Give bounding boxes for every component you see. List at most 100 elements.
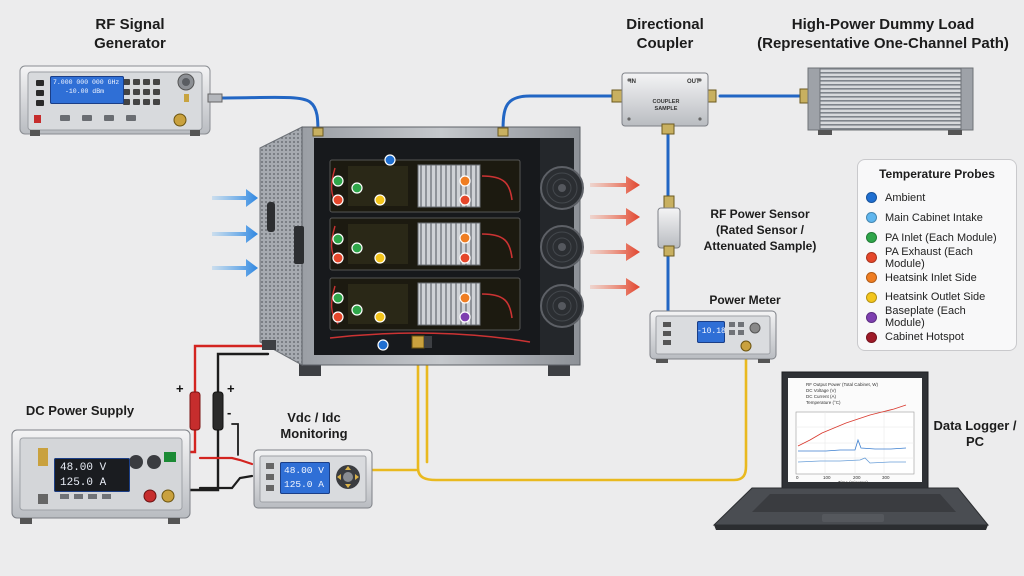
probe-dot — [332, 311, 344, 323]
probe-dot — [332, 252, 344, 264]
directional-coupler-label: Directional Coupler — [605, 16, 725, 54]
probe-dot — [459, 292, 471, 304]
dc-supply-display: 48.00 V 125.0 A — [54, 458, 130, 492]
rf-generator-label-line: Generator — [94, 34, 166, 52]
fan — [540, 166, 584, 210]
monitor-voltage-readout: 48.00 V — [284, 465, 324, 476]
rf-generator-label-line: RF Signal — [95, 16, 165, 33]
legend-item: Heatsink Inlet Side — [866, 268, 1008, 288]
legend-color-dot — [866, 212, 877, 224]
rf-power-sensor — [657, 195, 681, 257]
directional-coupler-label-line: Directional — [626, 16, 704, 33]
coupler-in-port-label: IN — [630, 79, 636, 85]
dummy-load-label: High-Power Dummy Load (Representative On… — [752, 16, 1014, 54]
coupler-sample-label: COUPLER SAMPLE — [646, 99, 686, 113]
probe-dot — [374, 194, 386, 206]
polarity-plus-mark: + — [227, 381, 235, 396]
power-meter-label: Power Meter — [709, 293, 781, 307]
probe-dot — [459, 232, 471, 244]
legend-item-label: Cabinet Hotspot — [885, 331, 964, 344]
chart-x-tick: 0 — [796, 475, 799, 480]
dc-supply-current-readout: 125.0 — [60, 477, 94, 489]
series-rf-power — [797, 404, 907, 447]
dc-supply-voltage-unit: V — [99, 462, 107, 474]
probe-dot — [332, 233, 344, 245]
dummy-load-label-line: (Representative One-Channel Path) — [757, 34, 1009, 52]
legend-item: Cabinet Hotspot — [866, 327, 1008, 347]
legend-color-dot — [866, 291, 877, 303]
probe-dot — [351, 304, 363, 316]
vdc-idc-monitoring-label-line: Monitoring — [280, 426, 348, 442]
legend-color-dot — [866, 311, 877, 323]
exhaust-airflow-arrows — [590, 176, 640, 296]
temperature-probes — [332, 154, 471, 351]
legend-item: PA Inlet (Each Module) — [866, 228, 1008, 248]
legend-item: Heatsink Outlet Side — [866, 287, 1008, 307]
high-power-dummy-load — [799, 67, 974, 135]
probe-dot — [351, 242, 363, 254]
rf-generator-display: 7.000 000 000 GHz -10.00 dBm — [50, 76, 124, 104]
legend-color-dot — [866, 252, 877, 264]
rf-power-sensor-label: RF Power Sensor (Rated Sensor / Attenuat… — [690, 206, 830, 255]
probe-dot — [459, 311, 471, 323]
rf-level-readout: -10.00 dBm — [65, 88, 105, 95]
directional-coupler-label-line: Coupler — [636, 34, 694, 52]
chart-legend-entry: Temperature (°C) — [806, 400, 841, 405]
coupler-out-port-label: OUT — [687, 79, 700, 85]
probe-dot — [459, 252, 471, 264]
legend-color-dot — [866, 232, 877, 244]
vdc-idc-monitoring-label: Vdc / Idc Monitoring — [264, 410, 364, 443]
chart-x-tick: 200 — [853, 475, 861, 480]
rf-generator-label: RF Signal Generator — [70, 16, 190, 54]
data-logger-label: Data Logger / PC — [930, 418, 1020, 451]
probe-dot — [377, 339, 389, 351]
legend-item: PA Exhaust (Each Module) — [866, 245, 1008, 270]
vdc-idc-monitoring-label-line: Vdc / Idc — [287, 410, 341, 425]
dc-power-supply-label: DC Power Supply — [25, 403, 135, 418]
rf-power-sensor-label-line: (Rated Sensor / — [715, 223, 805, 238]
legend-item-label: Baseplate (Each Module) — [885, 305, 966, 330]
legend-color-dot — [866, 192, 877, 204]
probe-dot — [374, 252, 386, 264]
legend-item-label: Main Cabinet Intake — [885, 211, 983, 224]
fan — [540, 284, 584, 328]
fan — [540, 225, 584, 269]
chart-legend-entry: RF Output Power (Total Cabinet, W) — [806, 382, 879, 387]
dc-supply-voltage-readout: 48.00 — [60, 462, 94, 474]
dc-supply-current-row: 125.0 A — [60, 476, 124, 491]
monitor-display: 48.00 V 125.0 A — [280, 462, 330, 494]
legend-item-label: PA Inlet (Each Module) — [885, 231, 997, 244]
series-dc-voltage — [798, 438, 907, 452]
legend-title: Temperature Probes — [879, 167, 995, 181]
legend-item: Main Cabinet Intake — [866, 208, 1008, 228]
intake-airflow-arrows — [212, 189, 258, 277]
data-logger-label-line: Data Logger / — [933, 418, 1017, 433]
inline-fuses — [189, 391, 224, 431]
chart-legend-entry: DC Current (A) — [806, 394, 837, 399]
probe-dot — [351, 182, 363, 194]
dc-supply-voltage-row: 48.00 V — [60, 461, 124, 476]
laptop-chart — [795, 404, 915, 475]
coupler-sample-label-line: COUPLER — [652, 99, 680, 105]
legend-item-label: Ambient — [885, 191, 926, 204]
rf-power-sensor-label-line: Attenuated Sample) — [703, 239, 817, 254]
probe-dot — [459, 175, 471, 187]
chart-x-tick: 300 — [882, 475, 890, 480]
legend-item-label: Heatsink Outlet Side — [885, 291, 986, 304]
cabinet-connectors — [262, 127, 509, 350]
chart-x-axis-label: Time (minutes) — [838, 480, 868, 485]
polarity-plus-mark: + — [176, 381, 184, 396]
power-meter-display: -10.18 — [697, 321, 726, 343]
legend-item: Ambient — [866, 188, 1008, 208]
legend-item-label: Heatsink Inlet Side — [885, 271, 977, 284]
pa-module — [329, 277, 521, 331]
legend-item-label: PA Exhaust (Each Module) — [885, 245, 973, 270]
directional-coupler — [611, 72, 717, 135]
polarity-minus-mark: - — [227, 405, 232, 420]
legend-color-dot — [866, 331, 877, 343]
dc-supply-current-unit: A — [99, 477, 107, 489]
probe-dot — [332, 194, 344, 206]
